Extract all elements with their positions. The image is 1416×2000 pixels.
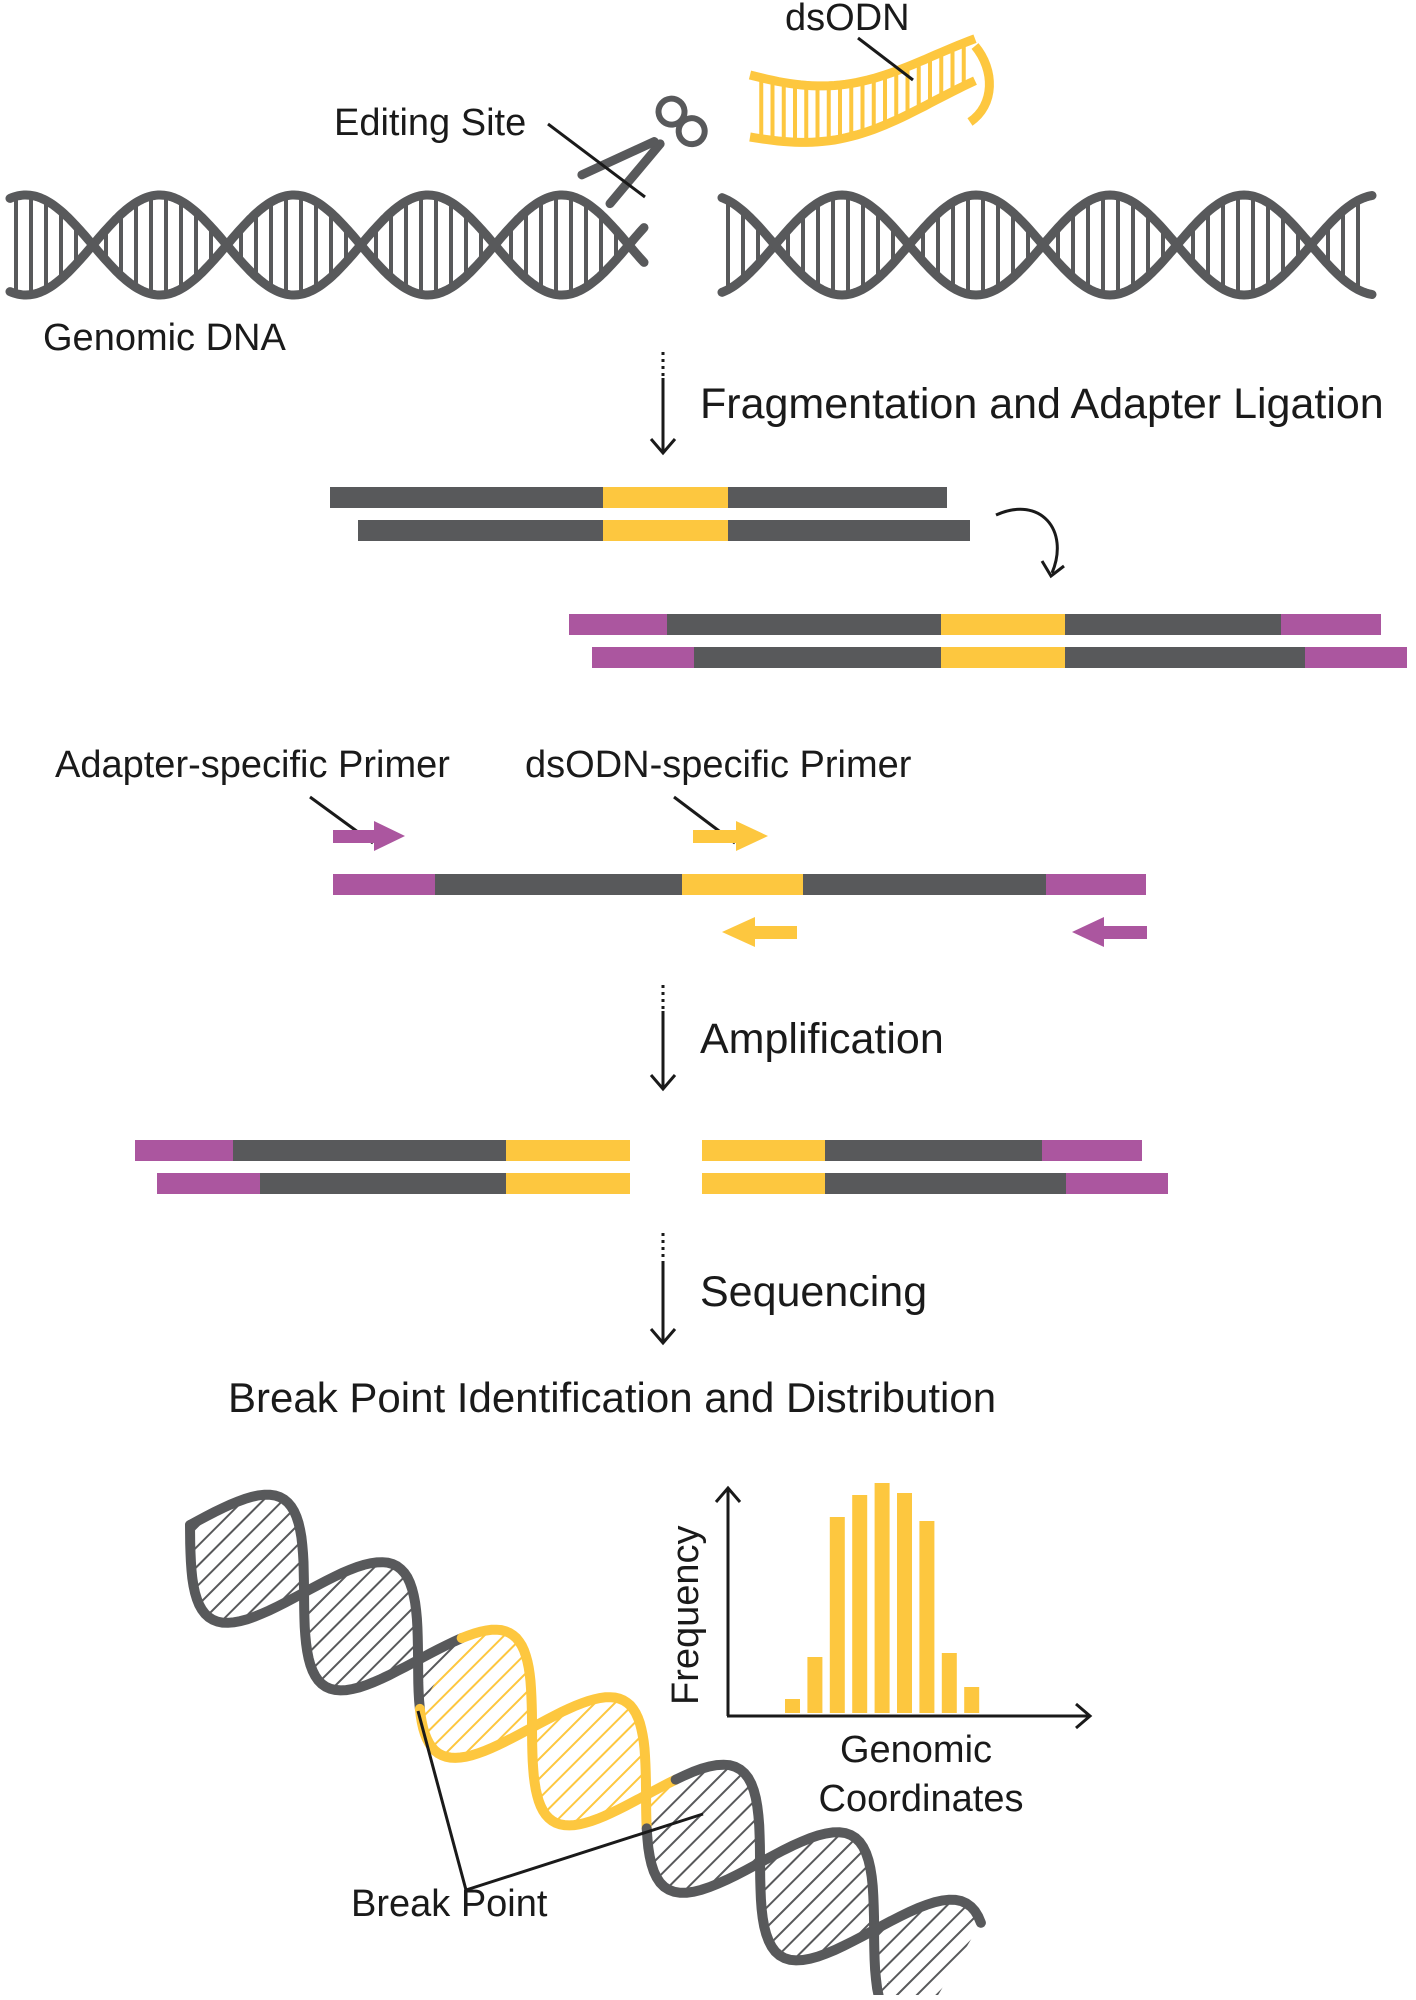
adapter-primer-label: Adapter-specific Primer (55, 744, 450, 786)
genomic-dna-left-helix (5, 190, 649, 300)
arrow-down-icon (649, 985, 677, 1092)
frequency-histogram: Frequency Genomic Coordinates (665, 1483, 1093, 1820)
dsodn-leader (857, 36, 914, 82)
amplicon-template (333, 874, 1146, 895)
y-axis-label: Frequency (665, 1525, 707, 1705)
primer-arrow-icon (693, 821, 768, 851)
curved-arrow-icon (995, 507, 1065, 579)
break-point-label: Break Point (351, 1883, 548, 1925)
histogram-bar (897, 1493, 912, 1713)
fragment-ligated (569, 614, 1407, 668)
histogram-bar (919, 1521, 935, 1713)
primer-arrow-icon (722, 917, 797, 947)
genomic-dna-label: Genomic DNA (43, 317, 286, 359)
histogram-bar (785, 1699, 800, 1713)
histogram-bar (852, 1495, 868, 1713)
histogram-bar (964, 1687, 980, 1713)
genomic-dna-right-helix (717, 190, 1377, 300)
step-fragmentation: Fragmentation and Adapter Ligation (700, 380, 1384, 428)
editing-site-leader (547, 122, 646, 199)
primer-arrow-icon (333, 821, 405, 851)
integrated-helix (185, 1489, 986, 2000)
break-point-leader (416, 1710, 704, 1892)
primer-arrow-icon (1072, 917, 1147, 947)
histogram-bar (874, 1483, 890, 1713)
dsodn-primer-label: dsODN-specific Primer (525, 744, 912, 786)
step-sequencing: Sequencing (700, 1268, 927, 1316)
amplified-products-left (135, 1140, 630, 1194)
x-axis-label-line2: Coordinates (819, 1778, 1024, 1820)
histogram-bar (941, 1653, 957, 1713)
fragment-unligated (330, 487, 970, 541)
histogram-bar (807, 1657, 823, 1713)
histogram-bar (829, 1517, 845, 1713)
step-amplification: Amplification (700, 1015, 944, 1063)
dsodn-label: dsODN (785, 0, 910, 39)
arrow-down-icon (649, 352, 677, 456)
y-axis-arrowhead (714, 1485, 742, 1503)
x-axis-arrowhead (1075, 1702, 1093, 1730)
scissors-icon (577, 95, 708, 209)
editing-site-label: Editing Site (334, 102, 526, 144)
x-axis-label-line1: Genomic (840, 1729, 992, 1771)
amplified-products-right (702, 1140, 1168, 1194)
dsodn-molecule (748, 34, 994, 147)
arrow-down-icon (649, 1233, 677, 1346)
result-title: Break Point Identification and Distribut… (228, 1374, 996, 1421)
